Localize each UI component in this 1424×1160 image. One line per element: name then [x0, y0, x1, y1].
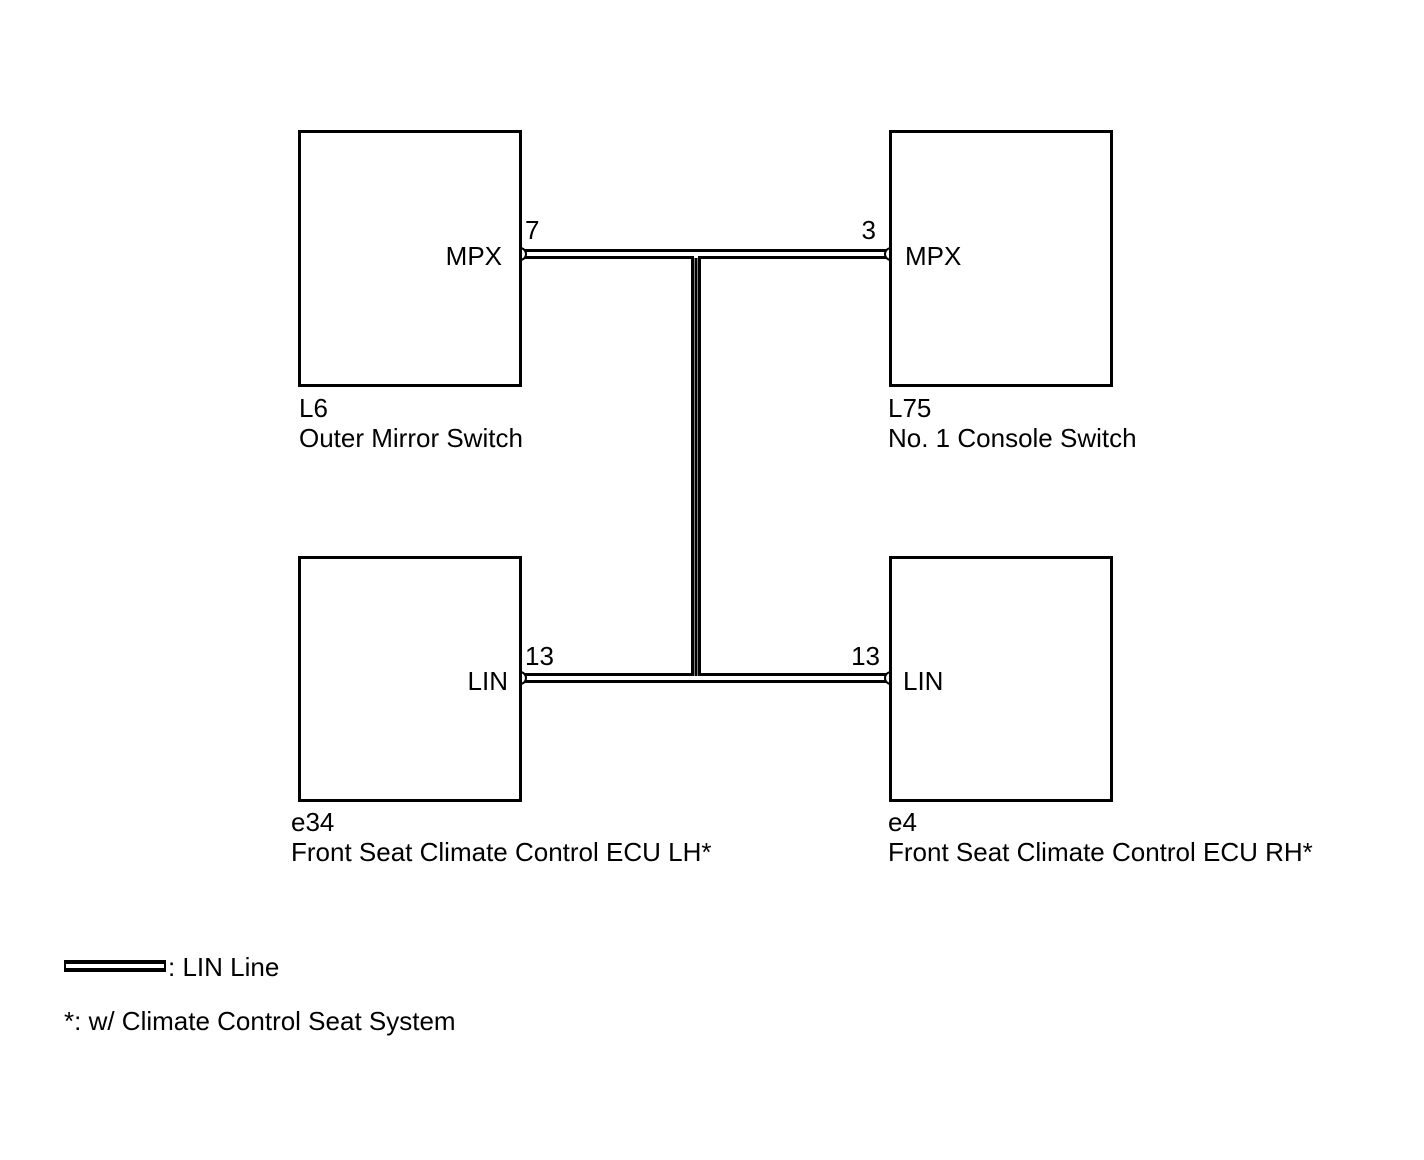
- pin-name-l75: MPX: [905, 241, 962, 271]
- component-box-l75: [889, 130, 1113, 387]
- component-box-e34: [298, 556, 522, 802]
- component-box-l6: [298, 130, 522, 387]
- component-box-e4: [889, 556, 1113, 802]
- legend-lin-line-symbol: [64, 960, 166, 972]
- component-code-e34: e34: [291, 807, 335, 837]
- component-name-e4: Front Seat Climate Control ECU RH*: [888, 837, 1313, 867]
- pin-number-l75: 3: [861, 215, 876, 245]
- pin-name-e34: LIN: [467, 666, 508, 696]
- pin-number-e4: 13: [851, 641, 880, 671]
- legend-note: *: w/ Climate Control Seat System: [64, 1006, 456, 1036]
- pin-number-e34: 13: [525, 641, 554, 671]
- pin-name-l6: MPX: [445, 241, 502, 271]
- component-name-e34: Front Seat Climate Control ECU LH*: [291, 837, 712, 867]
- pin-number-l6: 7: [525, 215, 540, 245]
- lin-line-outer: [520, 249, 891, 683]
- component-code-l6: L6: [299, 393, 328, 423]
- component-code-l75: L75: [888, 393, 932, 423]
- component-code-e4: e4: [888, 807, 917, 837]
- legend-lin-line-label: : LIN Line: [168, 952, 280, 982]
- lin-line-core: [520, 252, 891, 680]
- pin-name-e4: LIN: [903, 666, 944, 696]
- component-name-l6: Outer Mirror Switch: [299, 423, 523, 453]
- component-name-l75: No. 1 Console Switch: [888, 423, 1137, 453]
